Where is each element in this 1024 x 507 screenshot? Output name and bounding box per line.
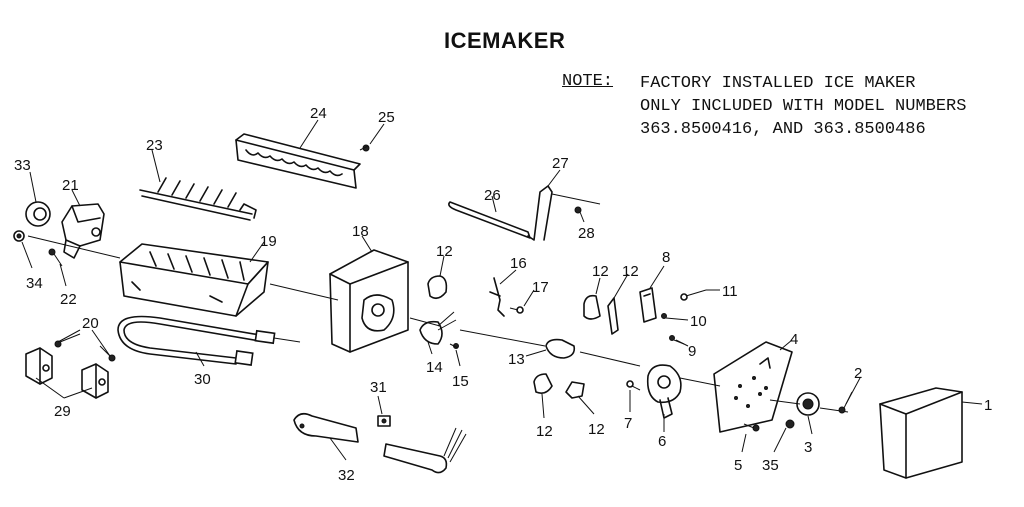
part-label-17: 15 bbox=[452, 373, 469, 390]
part-20-housing bbox=[329, 249, 409, 353]
part-12-switch-b bbox=[583, 294, 601, 320]
part-label-32: 30 bbox=[194, 371, 211, 388]
part-12-switch-a bbox=[427, 275, 448, 300]
part-7-screw bbox=[626, 380, 641, 391]
part-label-2: 2 bbox=[854, 365, 862, 382]
part-12-switch-c bbox=[533, 373, 553, 394]
part-25-ejector bbox=[139, 177, 257, 221]
part-5-screw bbox=[743, 423, 760, 432]
part-17-screw bbox=[449, 343, 459, 349]
part-label-30: 28 bbox=[578, 225, 595, 242]
part-label-26: 24 bbox=[310, 105, 327, 122]
part-label-27: 25 bbox=[378, 109, 395, 126]
part-11-screw bbox=[680, 289, 707, 301]
part-label-35: 33 bbox=[14, 157, 31, 174]
note-label: NOTE: bbox=[562, 72, 613, 91]
part-21-mold bbox=[119, 243, 269, 317]
note-line-1: FACTORY INSTALLED ICE MAKER bbox=[640, 74, 916, 93]
part-4-mounting-plate bbox=[713, 341, 793, 433]
part-label-6: 6 bbox=[658, 433, 666, 450]
part-35-seal bbox=[25, 201, 51, 227]
part-label-36: 34 bbox=[26, 275, 43, 292]
part-label-13: 12 bbox=[622, 263, 639, 280]
part-1-cover bbox=[879, 387, 963, 479]
part-label-33: 31 bbox=[370, 379, 387, 396]
part-label-15: 13 bbox=[508, 351, 525, 368]
part-label-12-b: 12 bbox=[592, 263, 609, 280]
part-label-1: 1 bbox=[984, 397, 992, 414]
part-16-thermostat bbox=[419, 311, 457, 345]
part-14-clip bbox=[565, 381, 585, 399]
part-label-22: 20 bbox=[82, 315, 99, 332]
part-label-37: 35 bbox=[762, 457, 779, 474]
part-label-12-c: 12 bbox=[536, 423, 553, 440]
part-19-screw bbox=[509, 306, 524, 314]
part-number-labels: 33 21 34 22 23 24 25 19 18 20 30 29 31 3… bbox=[14, 105, 992, 484]
note-label-text: NOTE: bbox=[562, 72, 614, 91]
part-label-8: 8 bbox=[662, 249, 670, 266]
part-26-stripper bbox=[235, 133, 361, 189]
note-line-2: ONLY INCLUDED WITH MODEL NUMBERS bbox=[640, 97, 967, 116]
part-18-lever bbox=[489, 277, 505, 317]
part-34-power-cord bbox=[293, 412, 359, 443]
part-label-31: 29 bbox=[54, 403, 71, 420]
leader-lines bbox=[21, 119, 983, 461]
part-label-14: 12 bbox=[588, 421, 605, 438]
part-31-brackets bbox=[25, 347, 109, 399]
part-label-10: 10 bbox=[690, 313, 707, 330]
part-label-3: 3 bbox=[804, 439, 812, 456]
part-label-4: 4 bbox=[790, 331, 798, 348]
diagram-title: ICEMAKER bbox=[444, 28, 566, 53]
part-3-knob bbox=[796, 392, 820, 416]
part-27-screw bbox=[359, 144, 370, 152]
part-label-20: 18 bbox=[352, 223, 369, 240]
note-line-3: 363.8500416, AND 363.8500486 bbox=[640, 120, 926, 139]
part-13-bracket bbox=[607, 297, 619, 335]
part-label-9: 9 bbox=[688, 343, 696, 360]
part-label-12-a: 12 bbox=[436, 243, 453, 260]
assembly-axis-line bbox=[27, 235, 849, 413]
part-label-34: 32 bbox=[338, 467, 355, 484]
part-36-washer bbox=[13, 230, 25, 242]
part-10-washer bbox=[661, 313, 667, 319]
part-label-29: 27 bbox=[552, 155, 569, 172]
part-15-cam bbox=[545, 338, 576, 359]
part-label-7: 7 bbox=[624, 415, 632, 432]
part-label-24: 22 bbox=[60, 291, 77, 308]
note-text: FACTORY INSTALLED ICE MAKER ONLY INCLUDE… bbox=[640, 72, 966, 141]
part-30-arm-pin bbox=[574, 206, 582, 214]
part-24-screw bbox=[48, 248, 63, 267]
part-label-19: 17 bbox=[532, 279, 549, 296]
part-label-23: 21 bbox=[62, 177, 79, 194]
part-label-28: 26 bbox=[484, 187, 501, 204]
part-28-shutoff-arm bbox=[448, 201, 531, 239]
part-label-18: 16 bbox=[510, 255, 527, 272]
part-6-motor bbox=[646, 364, 682, 419]
part-wire-harness bbox=[383, 427, 467, 474]
part-label-25: 23 bbox=[146, 137, 163, 154]
part-label-21: 19 bbox=[260, 233, 277, 250]
part-label-11: 11 bbox=[722, 283, 738, 300]
part-37-nut bbox=[785, 419, 795, 429]
part-33-clip bbox=[377, 415, 391, 427]
part-32-heater bbox=[117, 315, 301, 366]
part-8-switch bbox=[639, 287, 657, 323]
part-23-fill-cup bbox=[61, 203, 105, 259]
part-label-5: 5 bbox=[734, 457, 742, 474]
part-label-16: 14 bbox=[426, 359, 443, 376]
part-22-screws bbox=[54, 333, 116, 362]
part-29-arm-link bbox=[527, 185, 601, 241]
part-2-screw bbox=[838, 391, 853, 414]
